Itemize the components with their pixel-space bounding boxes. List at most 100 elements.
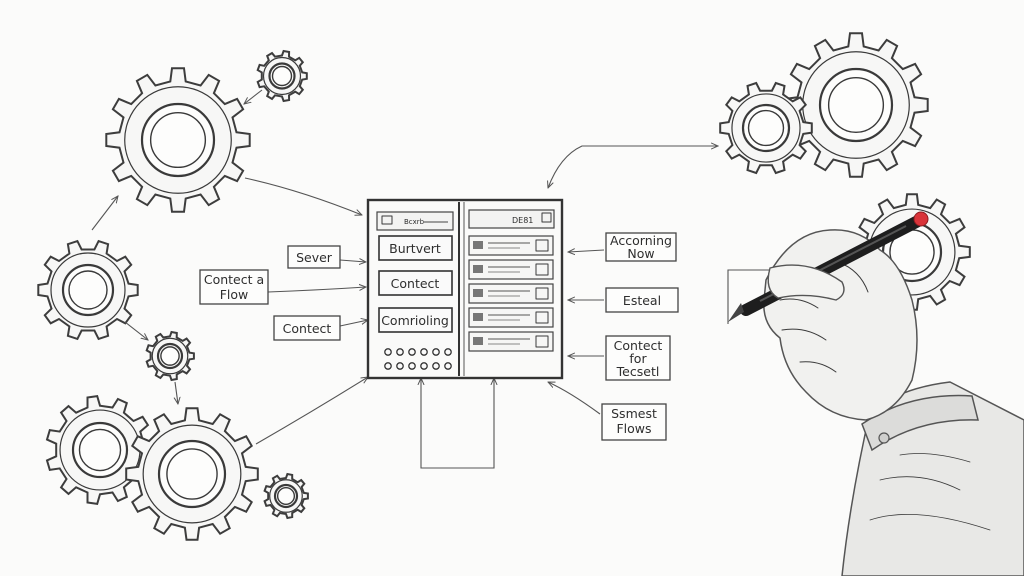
- tag-contect-text: Contect: [283, 321, 332, 336]
- gear-top-right-small-hub: [747, 109, 785, 147]
- panel-list-row-box: [468, 307, 554, 328]
- tag-contect-for-line2: for: [629, 351, 647, 366]
- sleeve-folds: [869, 453, 991, 531]
- thumb: [767, 264, 845, 301]
- gear-top-left-large-rim: [124, 86, 232, 194]
- hand-with-pencil: [728, 211, 1024, 576]
- tag-sever-text: Sever: [296, 250, 333, 265]
- panel-dot[interactable]: [420, 362, 428, 370]
- panel-dot[interactable]: [408, 362, 416, 370]
- gear-top-right-large-ring: [818, 67, 894, 143]
- tag-accorning-line2: Now: [627, 246, 654, 261]
- cuff-button: [878, 432, 890, 444]
- tag-sever: Sever: [287, 245, 341, 269]
- panel-list-row-icon: [473, 289, 483, 297]
- gear-left-mini-hub: [160, 346, 180, 366]
- panel-dot[interactable]: [396, 348, 404, 356]
- panel-dot[interactable]: [408, 348, 416, 356]
- arrow-gear-small-top: [244, 89, 263, 104]
- panel-list-row[interactable]: [468, 283, 554, 304]
- connector-arrows: [91, 89, 780, 469]
- gear-top-left-small-icon: [256, 49, 308, 103]
- gear-top-right-small-ring: [741, 103, 791, 153]
- panel-button-contect[interactable]: Contect: [378, 270, 453, 296]
- panel-dot[interactable]: [420, 348, 428, 356]
- gear-left-mini-rim: [151, 337, 189, 375]
- tag-contect-for-line3: Tecsetl: [616, 364, 660, 379]
- panel-list-row-checkbox[interactable]: [535, 263, 549, 276]
- arrow-pencil-bracket: [727, 269, 780, 324]
- panel-list-row-icon: [473, 241, 483, 249]
- gears-group: [37, 32, 971, 541]
- panel-button-contect-label: Contect: [391, 276, 440, 291]
- arrow-small-gear-down: [175, 381, 178, 404]
- panel-list-row[interactable]: [468, 307, 554, 328]
- pencil-point: [728, 303, 744, 322]
- central-panel: Bcxrb Burtvert Contect Comrioling DE81: [366, 198, 564, 380]
- gear-top-left-large-icon: [105, 67, 251, 213]
- tag-contect-flow-line2: Flow: [220, 287, 249, 302]
- pencil-tip-red: [913, 211, 929, 227]
- sleeve-cuff: [861, 394, 979, 452]
- panel-dot[interactable]: [444, 348, 452, 356]
- panel-list-row-box: [468, 283, 554, 304]
- panel-list-row-checkbox[interactable]: [535, 335, 549, 348]
- gear-left-mid-rim: [50, 252, 126, 328]
- tag-ssmest-line2: Flows: [616, 421, 651, 436]
- tag-ssmest-line1: Ssmest: [611, 406, 657, 421]
- tag-contect-flow-line1: Contect a: [204, 272, 264, 287]
- gear-left-mid-hub: [68, 270, 108, 310]
- gear-left-mini-ring: [156, 342, 184, 370]
- panel-button-burtvert[interactable]: Burtvert: [378, 235, 453, 261]
- arrow-gear-to-panel: [244, 177, 362, 215]
- arrow-panel-bottom-loop: [421, 378, 494, 469]
- tag-contect: Contect: [273, 315, 341, 341]
- panel-button-comrioling-label: Comrioling: [381, 313, 449, 328]
- arrow-gear-left-down: [124, 321, 148, 340]
- gear-top-left-small-ring: [268, 62, 296, 90]
- panel-dot[interactable]: [432, 348, 440, 356]
- tag-accorning-now: Accorning Now: [605, 232, 677, 262]
- panel-dot[interactable]: [384, 348, 392, 356]
- tag-contect-for-line1: Contect: [614, 338, 663, 353]
- panel-list-row[interactable]: [468, 259, 554, 280]
- panel-list-rows: [468, 235, 554, 352]
- gear-top-left-large-hub: [149, 111, 207, 169]
- panel-list-row-checkbox[interactable]: [535, 287, 549, 300]
- panel-list-row[interactable]: [468, 235, 554, 256]
- gear-top-right-small-icon: [719, 81, 813, 175]
- panel-button-comrioling[interactable]: Comrioling: [378, 307, 453, 333]
- arrow-contect-flow: [267, 287, 366, 293]
- panel-list-row-box: [468, 235, 554, 256]
- gear-bottom-small-hub: [276, 486, 296, 506]
- panel-dot-rows: [384, 348, 452, 370]
- gear-bottom-center-hub: [166, 448, 218, 500]
- tag-accorning-line1: Accorning: [610, 233, 672, 248]
- tag-contect-for: Contect for Tecsetl: [605, 335, 671, 381]
- panel-dot[interactable]: [432, 362, 440, 370]
- panel-dot[interactable]: [384, 362, 392, 370]
- arrow-contect: [339, 320, 368, 327]
- arrow-accounting: [568, 250, 605, 252]
- tag-esteal: Esteal: [605, 287, 679, 313]
- panel-list-row-box: [468, 331, 554, 352]
- right-header-text: DE81: [512, 216, 533, 225]
- gear-bottom-center-ring: [157, 439, 227, 509]
- right-header-bar: [468, 209, 555, 229]
- panel-list-row[interactable]: [468, 331, 554, 352]
- panel-list-row-checkbox[interactable]: [535, 311, 549, 324]
- panel-list-row-icon: [473, 337, 483, 345]
- gear-bottom-left-hub: [78, 428, 122, 472]
- panel-dot[interactable]: [444, 362, 452, 370]
- arrow-ssmest: [548, 382, 601, 415]
- arrow-gear-left-up: [91, 196, 118, 231]
- gear-top-left-small-hub: [271, 65, 293, 87]
- panel-list-row-checkbox[interactable]: [535, 239, 549, 252]
- gear-top-right-large-hub: [827, 76, 885, 134]
- panel-dot[interactable]: [396, 362, 404, 370]
- gear-bottom-small-rim: [269, 479, 303, 513]
- gear-left-mid-icon: [37, 239, 139, 341]
- gear-left-mini-icon: [145, 330, 195, 382]
- gear-bottom-small-icon: [263, 472, 309, 520]
